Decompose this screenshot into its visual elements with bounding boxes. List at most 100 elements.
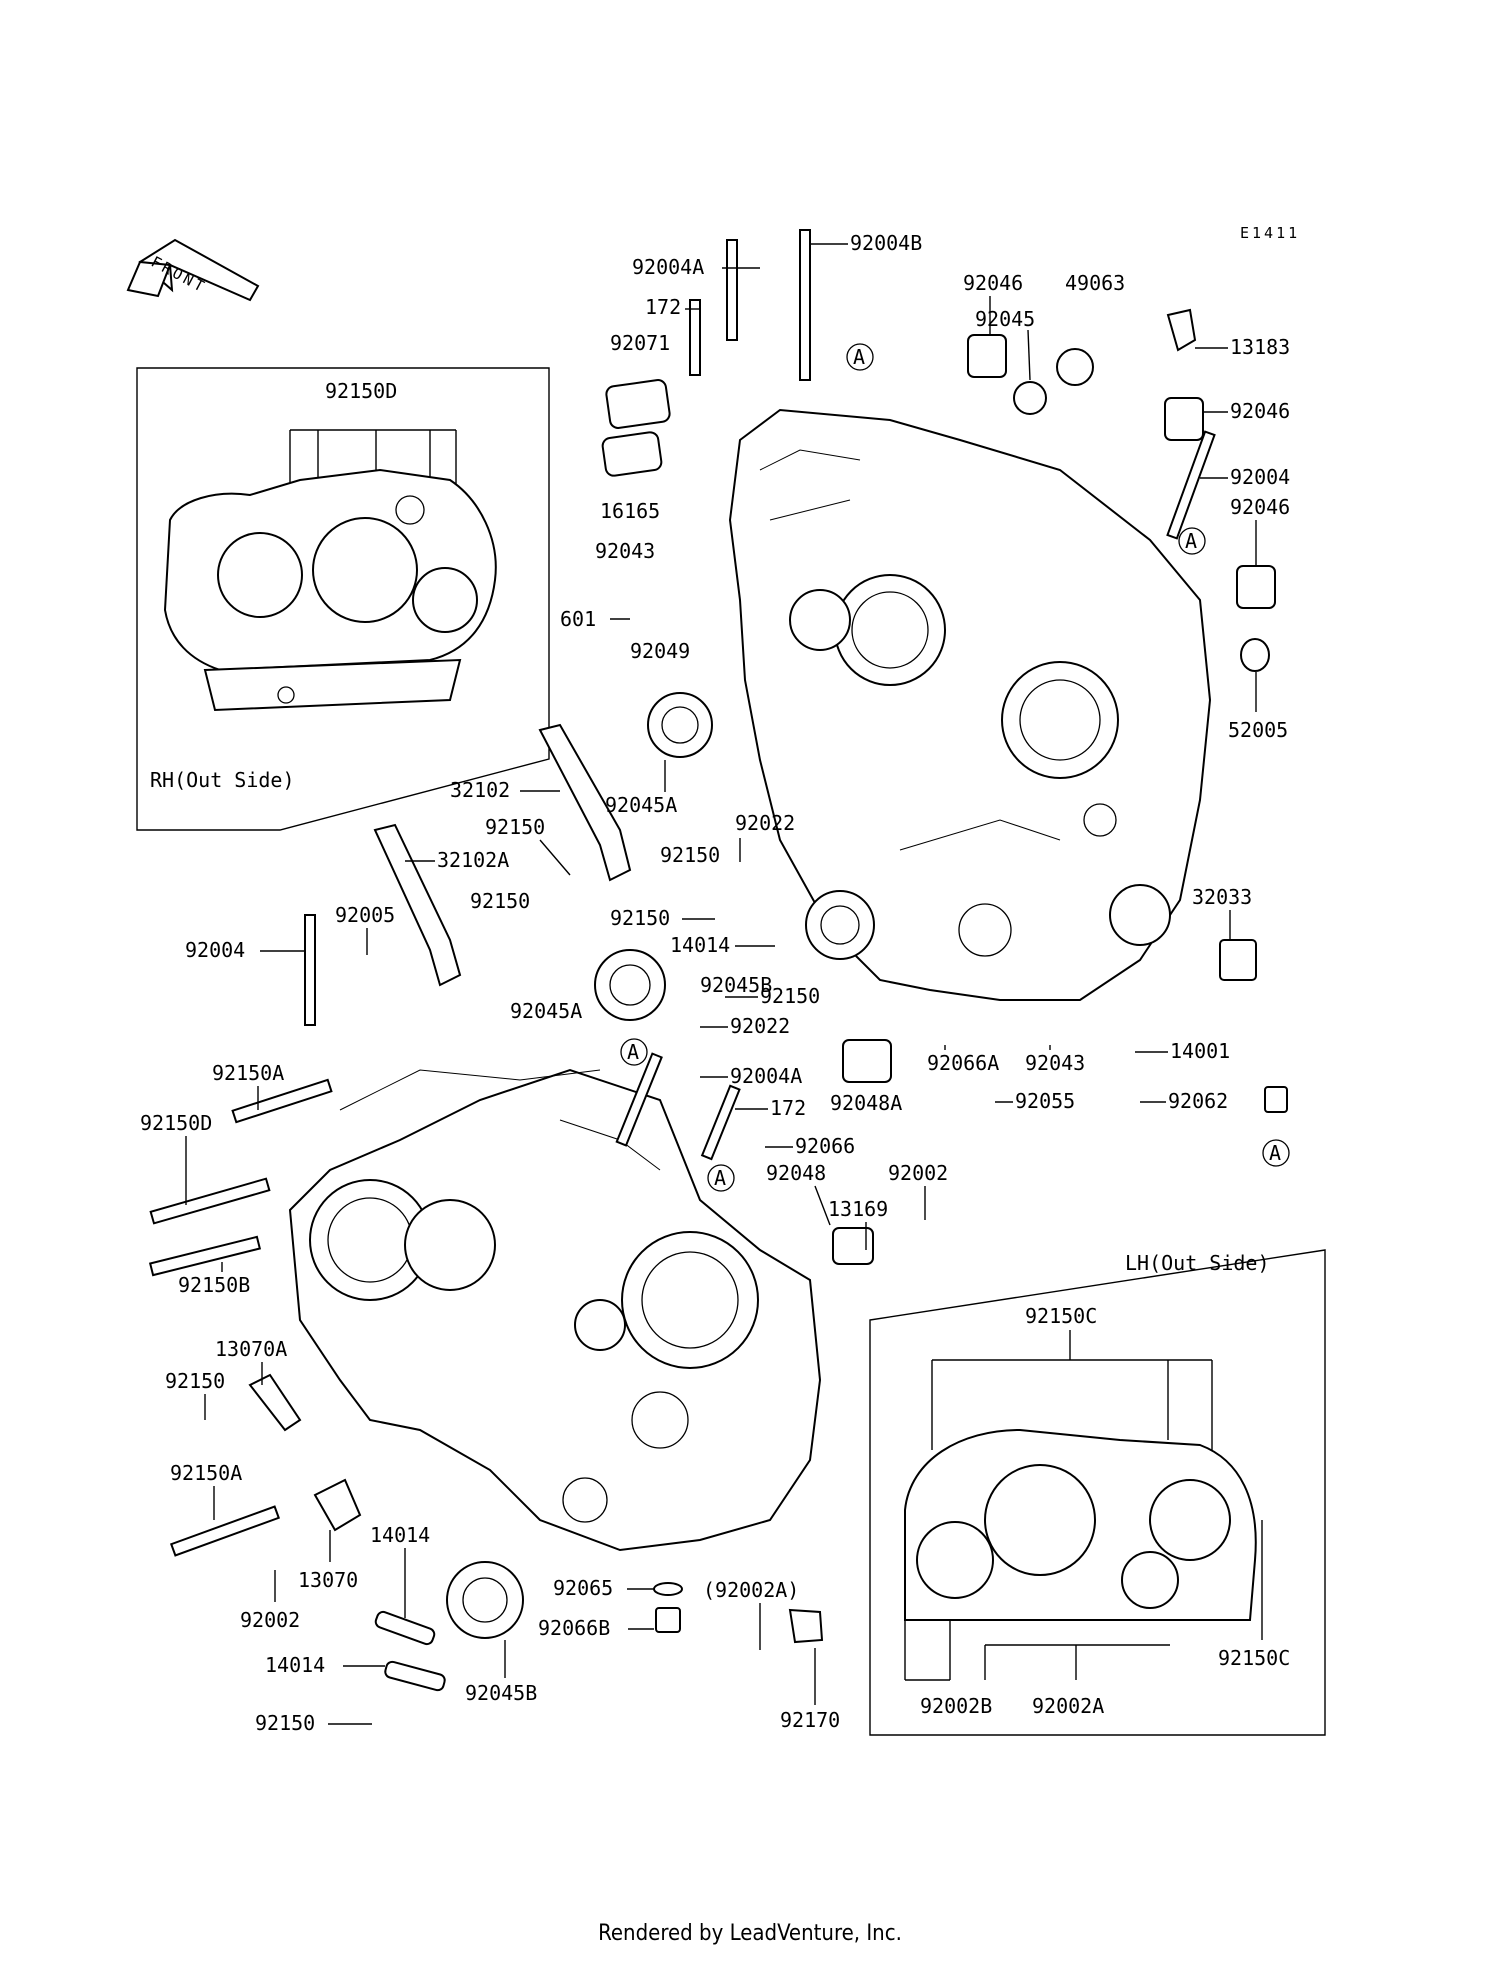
part-label: 92150 <box>485 815 545 839</box>
bracket-13183 <box>1166 308 1197 352</box>
part-label: 13070A <box>215 1337 287 1361</box>
part-label: 52005 <box>1228 718 1288 742</box>
bolt-92150B <box>148 1235 262 1277</box>
ref-marker-A: A <box>1178 527 1206 555</box>
crankcase-left-half <box>288 1068 822 1552</box>
part-label: 92004 <box>1230 465 1290 489</box>
footer-credit: Rendered by LeadVenture, Inc. <box>598 1921 902 1946</box>
part-labels: 92004A 92004B 172 92071 16165 92043 601 … <box>140 231 1290 1735</box>
part-label: 32102 <box>450 778 510 802</box>
bearing-92045B-upper <box>805 890 875 960</box>
part-label: 92150 <box>255 1711 315 1735</box>
ref-marker-A: A <box>846 343 874 371</box>
svg-text:A: A <box>853 345 865 369</box>
svg-text:A: A <box>1269 1141 1281 1165</box>
part-label: 13169 <box>828 1197 888 1221</box>
bearing-92046-right <box>1236 565 1276 609</box>
part-label: 92066 <box>795 1134 855 1158</box>
part-label: 172 <box>770 1096 806 1120</box>
stud-172-lower <box>700 1084 741 1161</box>
bearing-49063 <box>1056 348 1094 386</box>
part-label: 92043 <box>1025 1051 1085 1075</box>
plate-14014-a <box>374 1610 436 1646</box>
part-label: 92004B <box>850 231 922 255</box>
part-label: 92048A <box>830 1091 902 1115</box>
stud-92004A-lower <box>615 1052 663 1147</box>
part-label: 92150 <box>470 889 530 913</box>
ref-marker-A: A <box>1262 1139 1290 1167</box>
part-label: 92004 <box>185 938 245 962</box>
diagram-code: E1411 <box>1240 224 1300 242</box>
part-label: 92045A <box>605 793 677 817</box>
stud-92004A-top <box>726 239 738 341</box>
stud-92004-left <box>304 914 316 1026</box>
part-label: 92049 <box>630 639 690 663</box>
bearing-92046-top <box>967 334 1007 378</box>
part-label: (92002A) <box>703 1578 799 1602</box>
part-label: 92022 <box>735 811 795 835</box>
part-label: 92150 <box>660 843 720 867</box>
part-label: 92046 <box>1230 399 1290 423</box>
part-label: 92046 <box>963 271 1023 295</box>
stud-172-top <box>689 299 701 376</box>
part-label: 14001 <box>1170 1039 1230 1063</box>
part-label: 92002 <box>240 1608 300 1632</box>
part-label: 92045A <box>510 999 582 1023</box>
ref-marker-A: A <box>707 1164 735 1192</box>
part-label: 172 <box>645 295 681 319</box>
bush-92048 <box>832 1227 874 1265</box>
plate-14014-b <box>384 1660 446 1692</box>
svg-text:A: A <box>627 1040 639 1064</box>
bush-92048A <box>842 1039 892 1083</box>
seal-52005 <box>1240 638 1270 672</box>
svg-text:A: A <box>1185 529 1197 553</box>
part-label: 92150A <box>212 1061 284 1085</box>
part-label: 14014 <box>670 933 730 957</box>
part-label: 601 <box>560 607 596 631</box>
part-label: 92002 <box>888 1161 948 1185</box>
stud-92004B <box>799 229 811 381</box>
part-label: 92048 <box>766 1161 826 1185</box>
part-label: 13070 <box>298 1568 358 1592</box>
part-label: 14014 <box>265 1653 325 1677</box>
lh-inset-label-bottom-left: 92002B <box>920 1694 992 1718</box>
ref-marker-A: A <box>620 1038 648 1066</box>
rh-inset: RH(Out Side) 92150D <box>136 367 550 831</box>
part-label: 92066A <box>927 1051 999 1075</box>
part-label: 92045B <box>700 973 772 997</box>
pipe-32102A <box>373 823 462 987</box>
part-label: 92071 <box>610 331 670 355</box>
rh-inset-title: RH(Out Side) <box>150 768 295 792</box>
plate-13070 <box>313 1478 362 1532</box>
front-arrow-icon: FRONT <box>126 238 260 302</box>
part-label: 92150A <box>170 1461 242 1485</box>
plate-16165 <box>601 431 663 477</box>
part-label: 92065 <box>553 1576 613 1600</box>
part-label: 32102A <box>437 848 509 872</box>
bearing-92046-mid <box>1164 397 1204 441</box>
rh-inset-label: 92150D <box>325 379 397 403</box>
part-label: 92066B <box>538 1616 610 1640</box>
bolt-92150A <box>169 1505 281 1557</box>
part-label: 92045 <box>975 307 1035 331</box>
bearing-92045A-upper <box>647 692 713 758</box>
part-label: 92055 <box>1015 1089 1075 1113</box>
part-label: 32033 <box>1192 885 1252 909</box>
part-label: 92004A <box>730 1064 802 1088</box>
bolt-92150D-b <box>149 1177 271 1225</box>
part-label: 16165 <box>600 499 660 523</box>
lh-inset-label-right: 92150C <box>1218 1646 1290 1670</box>
lh-inset: LH(Out Side) 92150C 92150C 92002B 92002A <box>869 1249 1326 1736</box>
part-label: 92004A <box>632 255 704 279</box>
part-label: 92170 <box>780 1708 840 1732</box>
part-label: 92150D <box>140 1111 212 1135</box>
plate-13070A <box>248 1373 302 1432</box>
part-label: 92022 <box>730 1014 790 1038</box>
svg-text:A: A <box>714 1166 726 1190</box>
part-label: 92150 <box>760 984 820 1008</box>
part-label: 92150 <box>165 1369 225 1393</box>
plug-92062 <box>1264 1086 1288 1113</box>
bearing-92045 <box>1013 381 1047 415</box>
part-label: 92150B <box>178 1273 250 1297</box>
